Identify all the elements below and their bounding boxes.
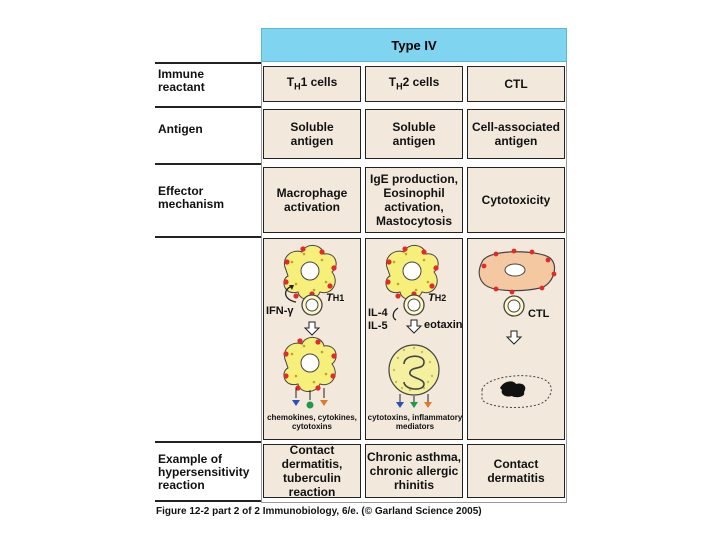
row-divider	[155, 441, 261, 443]
row-label-example: Example of hypersensitivity reaction	[158, 452, 250, 492]
type-header: Type IV	[261, 28, 567, 62]
cell-example-th2: Chronic asthma, chronic allergic rhiniti…	[365, 444, 463, 498]
panel-diagram-ctl	[467, 238, 565, 440]
cell-reactant-ctl: CTL	[467, 66, 565, 102]
ifn-gamma-label: IFN-γ	[266, 305, 294, 317]
cell-antigen-th1: Soluble antigen	[263, 109, 361, 159]
ctl-cell-label: CTL	[528, 308, 550, 320]
row-divider	[155, 236, 261, 238]
cell-effector-ctl: Cytotoxicity	[467, 167, 565, 233]
eotaxin-label: eotaxin	[424, 319, 463, 331]
cell-antigen-ctl: Cell-associated antigen	[467, 109, 565, 159]
figure-caption: Figure 12-2 part 2 of 2 Immunobiology, 6…	[156, 506, 482, 517]
type-header-title: Type IV	[391, 37, 437, 53]
th2-cell-label: TH2	[428, 292, 447, 304]
row-divider	[155, 163, 261, 165]
cell-antigen-th2: Soluble antigen	[365, 109, 463, 159]
cell-effector-th2: IgE production, Eosinophil activation, M…	[365, 167, 463, 233]
il5-label: IL-5	[368, 320, 388, 332]
row-divider	[155, 500, 261, 502]
th2-products-label: cytotoxins, inflammatory mediators	[367, 413, 463, 431]
cell-effector-th1: Macrophage activation	[263, 167, 361, 233]
cell-example-th1: Contact dermatitis, tuberculin reaction	[263, 443, 361, 499]
row-divider	[155, 62, 261, 64]
panel-diagram-th1	[263, 238, 361, 440]
row-label-antigen: Antigen	[158, 122, 203, 136]
cell-reactant-th1: TH1 cells	[263, 66, 361, 102]
row-divider	[155, 106, 261, 108]
il4-label: IL-4	[368, 307, 388, 319]
row-label-immune-reactant: Immune reactant	[158, 67, 205, 94]
th1-cell-label: TH1	[326, 292, 345, 304]
th1-products-label: chemokines, cytokines, cytotoxins	[267, 413, 357, 431]
panel-diagram-th2	[365, 238, 463, 440]
row-label-effector-mechanism: Effector mechanism	[158, 184, 225, 211]
cell-reactant-th2: TH2 cells	[365, 66, 463, 102]
cell-example-ctl: Contact dermatitis	[467, 444, 565, 498]
